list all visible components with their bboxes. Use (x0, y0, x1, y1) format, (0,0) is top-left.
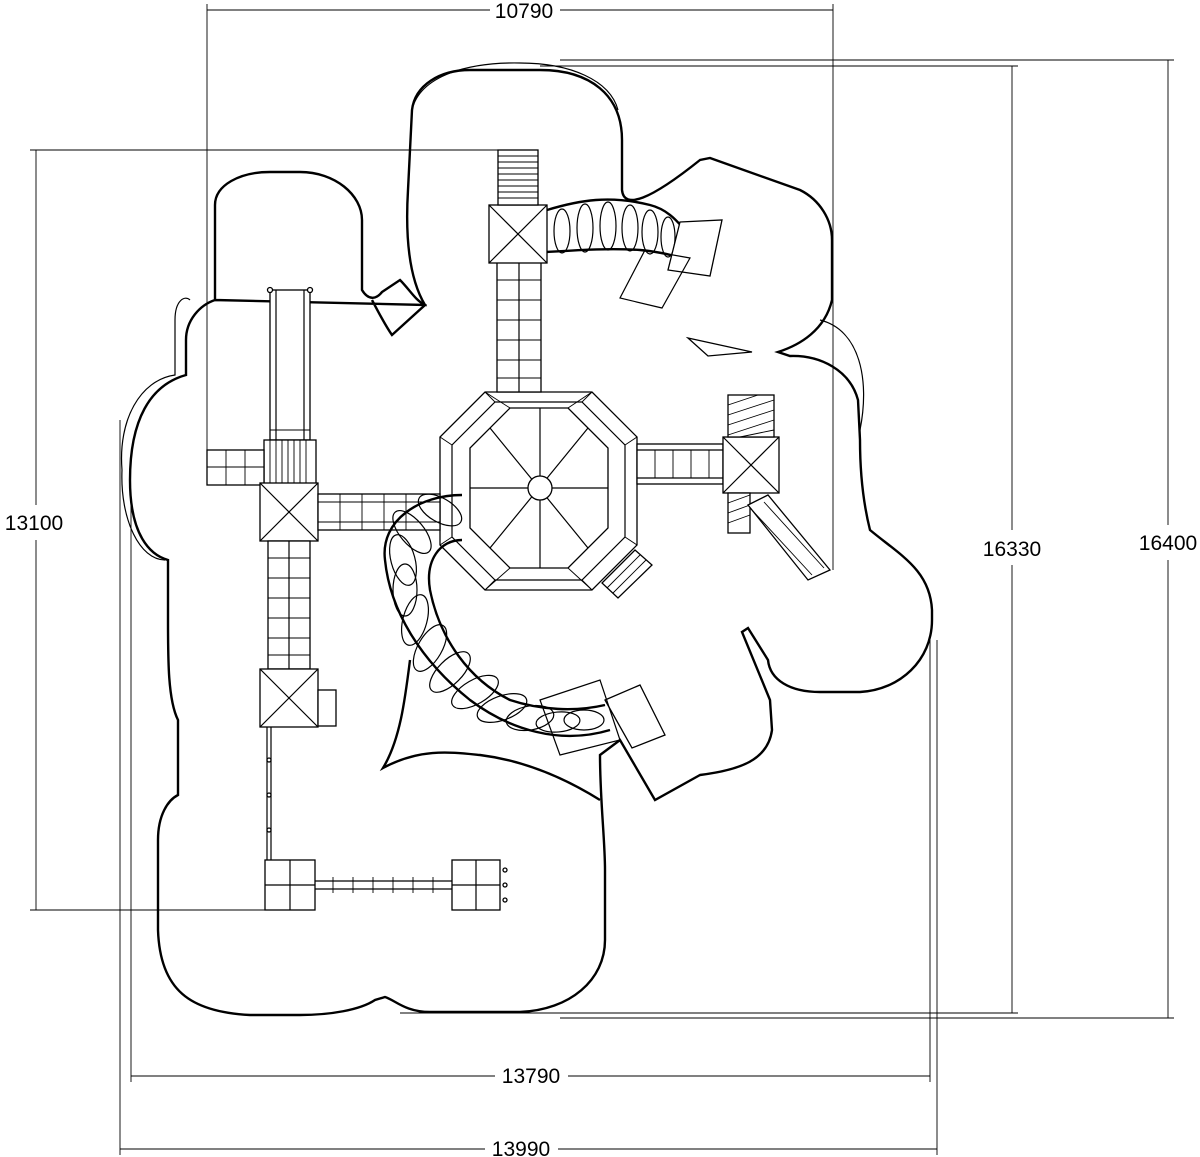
top-ladder (497, 149, 539, 206)
central-octagon-tower (439, 391, 638, 591)
left-square-deck (259, 482, 319, 542)
lower-fence (266, 727, 272, 860)
left-deck (206, 439, 317, 486)
safety-zone-outline (120, 62, 934, 1017)
center-left-bridge (317, 493, 441, 531)
left-lower-bridge (267, 540, 311, 670)
dim-outer-bottom-width: 13990 (492, 1138, 550, 1157)
dim-inner-right-height: 16330 (983, 538, 1041, 561)
dim-top-width: 10790 (495, 0, 553, 23)
right-climber-top (727, 394, 775, 438)
dimension-labels: 10790 13100 16330 16400 13790 13990 (5, 0, 1197, 1157)
top-tube-slide (546, 198, 723, 309)
left-upper-bridge (266, 286, 314, 441)
safety-zone-inner-edge (379, 659, 601, 802)
right-slide (727, 492, 832, 581)
dim-outer-right-height: 16400 (1139, 532, 1197, 555)
right-bridge (636, 443, 724, 485)
right-square-deck (722, 436, 780, 494)
triangle-panel (685, 336, 753, 357)
dimension-lines (30, 4, 1174, 1155)
lower-left-square-deck (259, 668, 337, 728)
large-tube-slide (383, 493, 666, 756)
octagon-steps (601, 549, 653, 599)
top-square-deck (488, 204, 548, 264)
dim-inner-bottom-width: 13790 (502, 1065, 560, 1088)
dim-left-height: 13100 (5, 512, 63, 535)
bottom-platforms (264, 859, 508, 911)
top-bridge (496, 261, 542, 393)
